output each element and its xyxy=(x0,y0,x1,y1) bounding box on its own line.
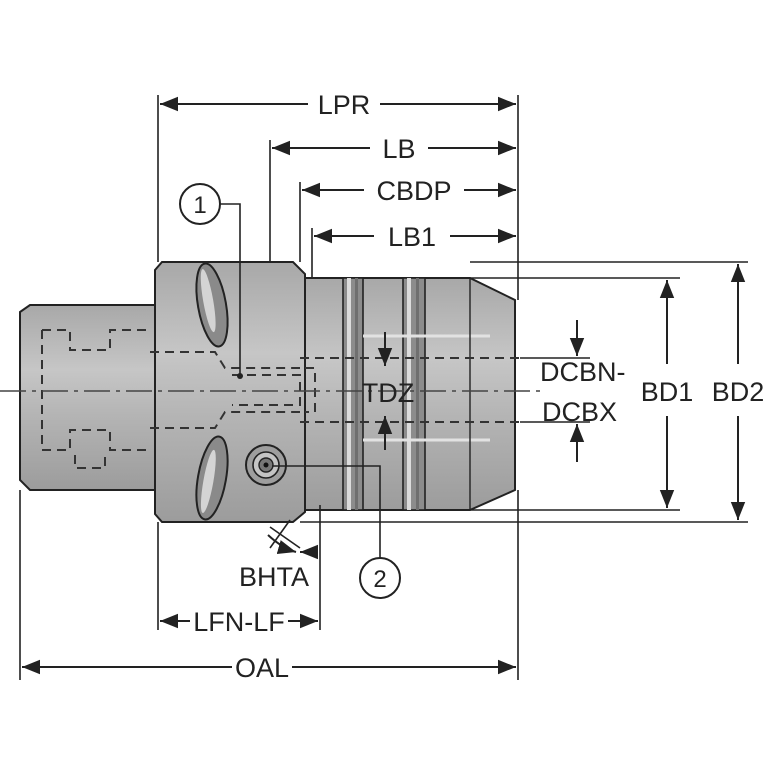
callout-1: 1 xyxy=(179,183,243,379)
shank-hidden-lines xyxy=(41,329,150,469)
label-bhta: BHTA xyxy=(239,562,309,592)
shank xyxy=(19,304,156,491)
label-oal: OAL xyxy=(235,653,289,683)
label-dcbn: DCBN- xyxy=(540,357,626,387)
label-lfn-lf: LFN-LF xyxy=(193,607,285,637)
dimension-lb1: LB1 xyxy=(314,222,516,252)
extension-lines xyxy=(19,95,748,680)
callout-2-number: 2 xyxy=(373,566,386,593)
label-tdz: TDZ xyxy=(362,378,414,408)
callout-2: 2 xyxy=(272,465,401,599)
label-dcbx: DCBX xyxy=(542,397,617,427)
tool-body xyxy=(0,261,540,523)
callout-1-number: 1 xyxy=(193,192,206,219)
label-bd1: BD1 xyxy=(641,377,694,407)
body-hidden-lines xyxy=(150,351,520,429)
coolant-screw xyxy=(245,444,287,486)
dimension-tdz: TDZ xyxy=(362,332,414,450)
neck xyxy=(304,277,346,511)
dimension-lb: LB xyxy=(272,134,516,164)
label-lpr: LPR xyxy=(318,90,371,120)
dimension-cbdp: CBDP xyxy=(302,176,516,206)
label-bd2: BD2 xyxy=(712,377,765,407)
flange xyxy=(154,261,306,523)
dimension-oal: OAL xyxy=(22,653,516,683)
label-cbdp: CBDP xyxy=(376,176,451,206)
label-lb: LB xyxy=(382,134,415,164)
dimension-bd2: BD2 xyxy=(712,264,765,520)
dimension-bd1: BD1 xyxy=(641,280,694,508)
nose-grooves xyxy=(342,277,426,511)
dimension-dcb: DCBN- DCBX xyxy=(540,320,626,462)
dimension-lfn-lf: LFN-LF xyxy=(160,607,318,637)
label-lb1: LB1 xyxy=(388,222,436,252)
dimension-lpr: LPR xyxy=(160,90,516,120)
dimension-bhta: BHTA xyxy=(239,519,318,592)
